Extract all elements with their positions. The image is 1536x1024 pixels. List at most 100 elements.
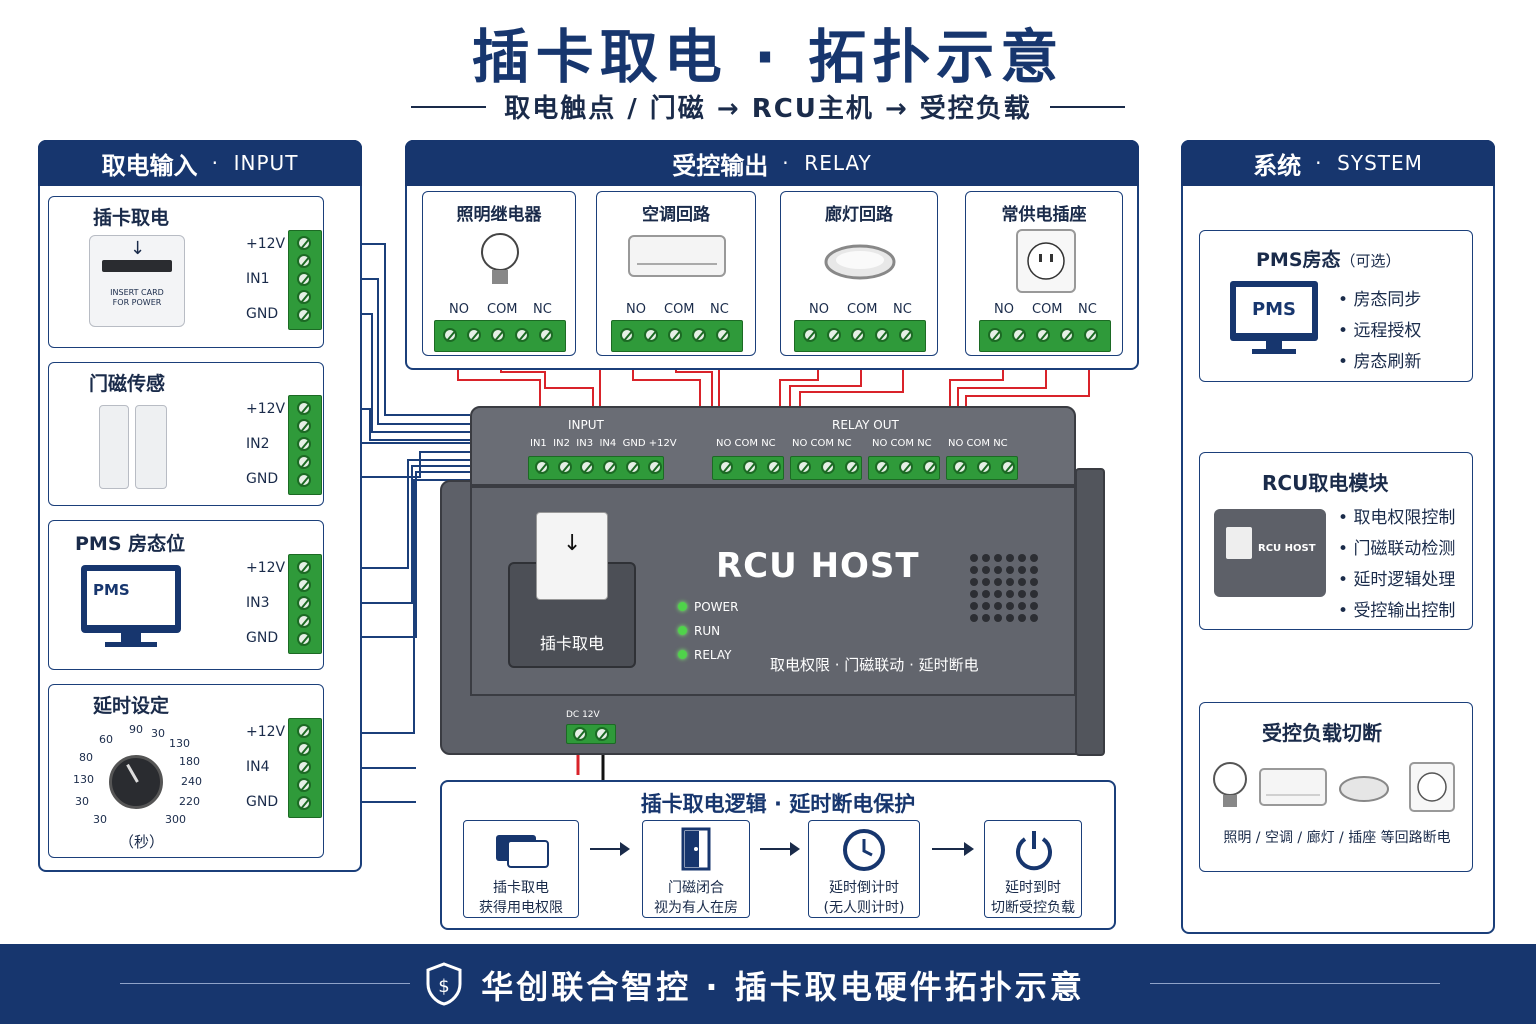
grill-hole [1030,590,1038,598]
logic-step-cutoff: 延时到时 切断受控负载 [984,820,1082,918]
card-title: 插卡取电 [93,207,170,229]
terminal-block[interactable] [712,456,784,480]
card-holder[interactable]: ↓ 插卡取电 [508,512,636,668]
grill-hole [1030,602,1038,610]
screw-icon [845,460,859,474]
terminal-label: +12V [246,560,286,576]
footer-text: 华创联合智控 · 插卡取电硬件拓扑示意 [481,968,1085,1006]
card-switch-device: ↓ INSERT CARD FOR POWER [89,235,185,327]
grill-hole [1030,554,1038,562]
grill-hole [1018,614,1026,622]
screw-icon [603,460,617,474]
terminal-block[interactable] [528,456,664,480]
screw-icon [297,290,311,304]
screw-icon [297,437,311,451]
card-holder-label: 插卡取电 [539,634,604,653]
terminal-block[interactable] [790,456,862,480]
subtitle-rule-right [1049,105,1125,108]
relay-terminal-label: COM [1032,302,1063,317]
subtitle-row: 取电触点 / 门磁 → RCU主机 → 受控负载 [0,88,1536,125]
card-slot [102,260,172,272]
terminal-block[interactable] [288,230,322,330]
logic-step-countdown: 延时倒计时 (无人则计时) [808,820,920,918]
pms-note: （可选） [1340,252,1401,270]
system-panel-header: 系统 · SYSTEM [1181,140,1495,186]
terminal-block[interactable] [288,718,322,818]
wire-door-gnd [322,451,470,478]
grill-hole [970,614,978,622]
terminal-block[interactable] [868,456,940,480]
grill-hole [1006,566,1014,574]
relay-terminal-label: NC [533,302,552,317]
wire-pms-12v [322,459,470,569]
dc-label: DC 12V [566,710,600,720]
terminal-block[interactable] [611,320,743,352]
system-rcu-card: RCU取电模块 RCU HOST • 取电权限控制 • 门磁联动检测 • 延时逻… [1199,452,1473,630]
screw-icon [767,460,781,474]
screw-icon [851,328,865,342]
rcu-mini-text: RCU HOST [1258,543,1316,554]
pms-bullets: • 房态同步 • 远程授权 • 房态刷新 [1338,285,1421,378]
screw-icon [977,460,991,474]
input-panel-header: 取电输入 · INPUT [38,140,362,186]
terminal-block[interactable] [288,395,322,495]
terminal-label: IN3 [246,595,270,611]
led-label: RELAY [694,648,732,662]
screw-icon [443,328,457,342]
terminal-block[interactable] [946,456,1018,480]
screw-icon [797,460,811,474]
rcu-relay-label: NO COM NC [716,438,776,449]
list-item: • 房态刷新 [1338,352,1422,372]
grill-hole [1030,566,1038,574]
screw-icon [899,460,913,474]
card-title: 延时设定 [93,695,170,717]
grill-hole [982,578,990,586]
relay-panel-header: 受控输出 · RELAY [405,140,1139,186]
screw-icon [1012,328,1026,342]
screw-icon [297,236,311,250]
screw-icon [573,727,587,741]
rcu-tagline: 取电权限 · 门磁联动 · 延时断电 [770,656,979,674]
screw-icon [716,328,730,342]
screw-icon [668,328,682,342]
list-item: • 受控输出控制 [1338,601,1456,621]
relay-card-title: 廊灯回路 [825,205,893,225]
room-card: ↓ [536,512,608,600]
screw-icon [557,460,572,474]
screw-icon [648,460,663,474]
terminal-label: GND [246,471,279,487]
grill-hole [970,566,978,574]
door-sensor-icon [135,405,167,489]
terminal-label: GND [246,306,279,322]
system-pms-card: PMS房态（可选） PMS • 房态同步 • 远程授权 • 房态刷新 [1199,230,1473,382]
screw-icon [1001,460,1015,474]
rcu-module-title: RCU取电模块 [1262,471,1389,495]
terminal-block[interactable] [434,320,566,352]
grill-hole [994,554,1002,562]
terminal-label: IN4 [246,759,270,775]
screw-icon [467,328,481,342]
dc-terminal[interactable] [566,724,616,744]
screw-icon [625,460,640,474]
led-label: POWER [694,600,739,614]
grill-hole [994,566,1002,574]
grill-hole [1018,590,1026,598]
screw-icon [644,328,658,342]
arrow-right-icon [760,842,800,856]
grill-hole [1018,566,1026,574]
relay-panel-title-en: · RELAY [782,151,872,175]
terminal-block[interactable] [288,554,322,654]
terminal-block[interactable] [979,320,1111,352]
grill-hole [1006,590,1014,598]
clock-icon [843,829,885,871]
bulb-icon [1213,762,1247,807]
screw-icon [692,328,706,342]
screw-icon [821,460,835,474]
screw-icon [297,724,311,738]
screw-icon [923,460,937,474]
monitor-text: PMS [93,581,130,599]
relay-card-title: 常供电插座 [1001,205,1087,225]
terminal-block[interactable] [794,320,926,352]
